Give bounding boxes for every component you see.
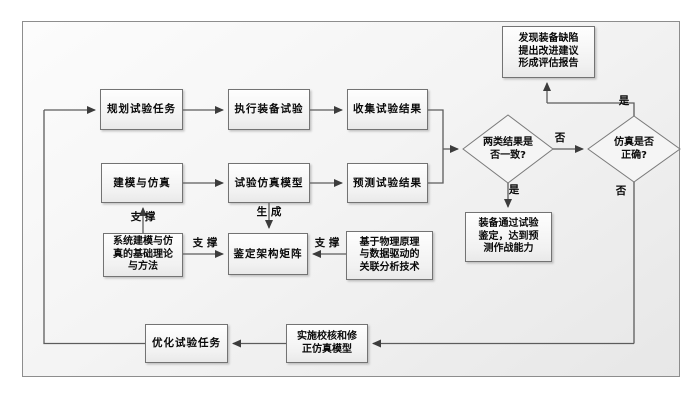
node-pass-certification: 装备通过试验 鉴定，达到预 测作战能力: [465, 212, 552, 262]
yes-up-line: [547, 102, 635, 116]
node-label: 优化试验任务: [152, 337, 221, 349]
node-label-line: 提出改进建议: [518, 45, 579, 57]
decision-results-match: 两类结果是 否一致?: [463, 115, 553, 183]
edge-label-support-right: 支 撑: [314, 237, 340, 249]
decision-label-line: 仿真是否: [614, 137, 654, 148]
node-label: 预测试验结果: [353, 176, 422, 189]
edge-label-yes-correct: 是: [618, 95, 630, 107]
edge-label-support-vertical: 支 撑: [130, 211, 156, 223]
node-label-line: 基于物理原理: [359, 236, 420, 248]
decision-sim-correct-shape: [587, 115, 681, 183]
node-collect-test-results: 收集试验结果: [347, 89, 428, 130]
feedback-left-line: [43, 110, 145, 345]
node-revise-simulation-model: 实施校核和修 正仿真模型: [286, 324, 368, 363]
node-label: 执行装备试验: [234, 103, 304, 115]
edge-label-generate: 生 成: [256, 206, 282, 218]
node-label-line: 实施校核和修: [297, 331, 357, 342]
node-label-line: 装备通过试验: [478, 218, 539, 230]
node-label: 鉴定架构矩阵: [233, 247, 303, 260]
decision-label-line: 否一致?: [490, 150, 526, 161]
node-defect-report: 发现装备缺陷 提出改进建议 形成评估报告: [502, 26, 595, 78]
node-label: 规划试验任务: [107, 103, 176, 115]
edge-label-support-left: 支 撑: [192, 237, 218, 249]
node-label: 收集试验结果: [353, 103, 422, 115]
node-theory-and-methods: 系统建模与仿 真的基础理论 与方法: [103, 233, 183, 277]
node-physics-data-analysis: 基于物理原理 与数据驱动的 关联分析技术: [346, 231, 433, 280]
merge-line: [428, 109, 444, 184]
decision-sim-correct: 仿真是否 正确?: [588, 116, 680, 182]
edge-label-yes-match: 是: [508, 184, 520, 196]
node-label: 试验仿真模型: [234, 176, 304, 189]
decision-label-line: 两类结果是: [483, 137, 533, 148]
node-label-line: 关联分析技术: [359, 261, 420, 273]
node-label-line: 与数据驱动的: [359, 249, 420, 261]
node-label-line: 发现装备缺陷: [518, 33, 579, 45]
node-label-line: 测作战能力: [483, 243, 534, 255]
node-optimize-test-task: 优化试验任务: [145, 324, 228, 363]
node-test-simulation-model: 试验仿真模型: [228, 163, 310, 203]
node-label-line: 系统建模与仿: [113, 236, 173, 248]
node-plan-test-task: 规划试验任务: [100, 89, 183, 130]
node-label-line: 真的基础理论: [113, 248, 173, 260]
node-predict-test-results: 预测试验结果: [347, 163, 428, 203]
node-label-line: 鉴定，达到预: [478, 230, 539, 242]
edge-label-no-match: 否: [554, 132, 566, 144]
node-execute-equipment-test: 执行装备试验: [228, 89, 310, 130]
node-evaluation-matrix: 鉴定架构矩阵: [228, 233, 308, 275]
edge-label-no-correct: 否: [615, 185, 627, 197]
node-modeling-simulation: 建模与仿真: [101, 163, 183, 203]
node-label-line: 正仿真模型: [302, 343, 352, 355]
node-label-line: 与方法: [128, 261, 158, 273]
node-label-line: 形成评估报告: [518, 58, 579, 70]
decision-label-line: 正确?: [621, 150, 647, 161]
node-label: 建模与仿真: [113, 176, 171, 189]
